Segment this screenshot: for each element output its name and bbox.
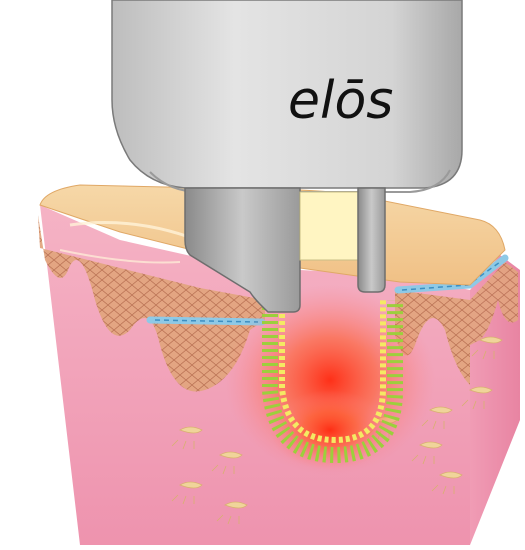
light-window [300, 192, 358, 260]
handpiece-body [112, 0, 462, 188]
brand-label: elōs [288, 71, 393, 131]
right-electrode [358, 188, 385, 292]
